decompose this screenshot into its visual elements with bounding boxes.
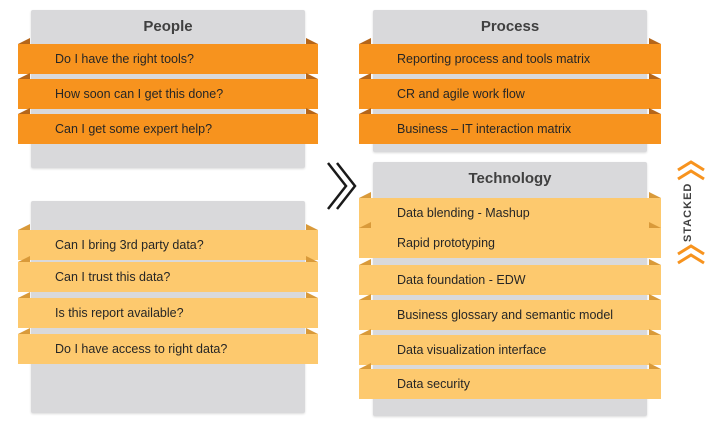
technology-item-6: Data security <box>359 363 661 399</box>
data-question-item-3: Is this report available? <box>18 292 318 328</box>
double-chevron-up-icon <box>677 244 705 265</box>
data-question-item-4: Do I have access to right data? <box>18 328 318 364</box>
people-item-3: Can I get some expert help? <box>18 108 318 144</box>
process-title: Process <box>480 18 540 35</box>
data-question-item-1: Can I bring 3rd party data? <box>18 224 318 260</box>
process-item-2: CR and agile work flow <box>359 73 661 109</box>
technology-title: Technology <box>468 170 552 187</box>
double-chevron-right-icon <box>327 162 357 210</box>
technology-item-5: Data visualization interface <box>359 329 661 365</box>
process-item-3: Business – IT interaction matrix <box>359 108 661 144</box>
people-item-1: Do I have the right tools? <box>18 38 318 74</box>
people-title: People <box>143 18 193 35</box>
people-item-2: How soon can I get this done? <box>18 73 318 109</box>
technology-item-3: Data foundation - EDW <box>359 259 661 295</box>
technology-item-4: Business glossary and semantic model <box>359 294 661 330</box>
data-question-item-2: Can I trust this data? <box>18 256 318 292</box>
stacked-label: STACKED <box>682 182 694 242</box>
technology-item-1: Data blending - Mashup <box>359 192 661 228</box>
process-item-1: Reporting process and tools matrix <box>359 38 661 74</box>
technology-item-2: Rapid prototyping <box>359 222 661 258</box>
double-chevron-up-icon <box>677 160 705 181</box>
